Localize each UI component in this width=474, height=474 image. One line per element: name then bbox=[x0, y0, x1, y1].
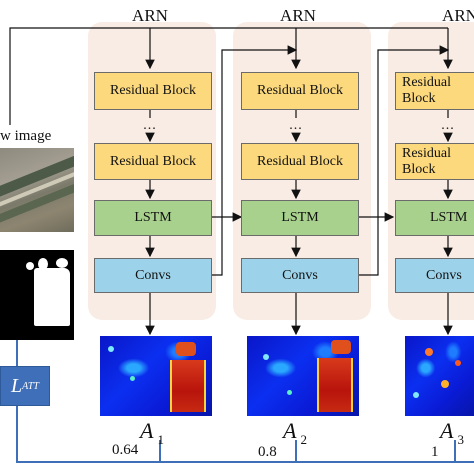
convs-block-1: Convs bbox=[94, 258, 212, 293]
input-line bbox=[9, 27, 448, 125]
attention-index-3: 3 bbox=[457, 432, 464, 447]
weight-1: 0.64 bbox=[112, 442, 139, 458]
attention-symbol-1: A bbox=[140, 418, 154, 443]
attention-symbol-3: A bbox=[440, 418, 454, 443]
lstm-block-1: LSTM bbox=[94, 200, 212, 236]
residual-block-3b: Residual Block bbox=[395, 143, 474, 180]
residual-block-2a: Residual Block bbox=[241, 72, 359, 110]
convs-block-2: Convs bbox=[241, 258, 359, 293]
weight-2: 0.8 bbox=[258, 444, 277, 460]
arn-title-1: ARN bbox=[132, 6, 168, 25]
lstm-block-3: LSTM bbox=[395, 200, 474, 236]
loss-symbol: L bbox=[11, 374, 23, 397]
arn-title-2: ARN bbox=[280, 6, 316, 25]
attention-map-2 bbox=[247, 336, 359, 416]
arn-title-3: ARN bbox=[442, 6, 474, 25]
residual-block-2b: Residual Block bbox=[241, 143, 359, 180]
attention-map-1 bbox=[100, 336, 212, 416]
ellipsis-2: ... bbox=[289, 118, 303, 133]
ellipsis-1: ... bbox=[143, 118, 157, 133]
lstm-block-2: LSTM bbox=[241, 200, 359, 236]
attention-index-1: 1 bbox=[157, 432, 164, 447]
mask-image bbox=[0, 250, 74, 340]
attention-map-3 bbox=[405, 336, 474, 416]
residual-block-3a: Residual Block bbox=[395, 72, 474, 110]
raw-aerial-image bbox=[0, 148, 74, 232]
attention-symbol-2: A bbox=[283, 418, 297, 443]
raw-image-label: w image bbox=[0, 128, 52, 144]
residual-block-1b: Residual Block bbox=[94, 143, 212, 180]
ellipsis-3: ... bbox=[441, 118, 455, 133]
residual-block-1a: Residual Block bbox=[94, 72, 212, 110]
attention-index-2: 2 bbox=[300, 432, 307, 447]
convs-block-3: Convs bbox=[395, 258, 474, 293]
loss-subscript: ATT bbox=[22, 380, 39, 392]
weight-3: 1 bbox=[431, 444, 439, 460]
